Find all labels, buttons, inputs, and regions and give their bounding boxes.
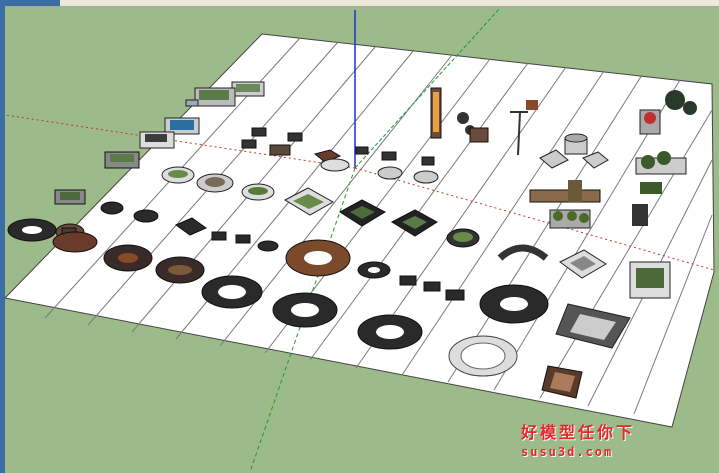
window-left-border (0, 6, 5, 473)
grate-squares (399, 275, 465, 301)
watermark-url-text: susu3d.com (521, 445, 614, 459)
watermark-chinese-text: 好模型任你下 (521, 423, 636, 442)
square-planters (283, 187, 480, 248)
watermark: 好模型任你下 susu3d.com (521, 419, 651, 459)
paving-tiles (241, 127, 435, 166)
green-axis-neg (249, 167, 356, 473)
tree-grate-rings (201, 275, 549, 377)
round-benches (7, 218, 391, 284)
paving-patterns (541, 303, 631, 399)
bench-and-seats (497, 244, 671, 299)
round-planters (161, 158, 439, 201)
pavilion-group (529, 90, 697, 229)
red-axis (354, 167, 715, 271)
red-axis-neg (5, 114, 356, 169)
3d-viewport[interactable]: 好模型任你下 susu3d.com (5, 7, 719, 473)
lamp-posts (430, 87, 538, 156)
window-top-bar (0, 0, 719, 7)
planter-boxes (54, 81, 265, 205)
model-scene[interactable] (5, 7, 719, 473)
active-title-strip (0, 0, 60, 6)
